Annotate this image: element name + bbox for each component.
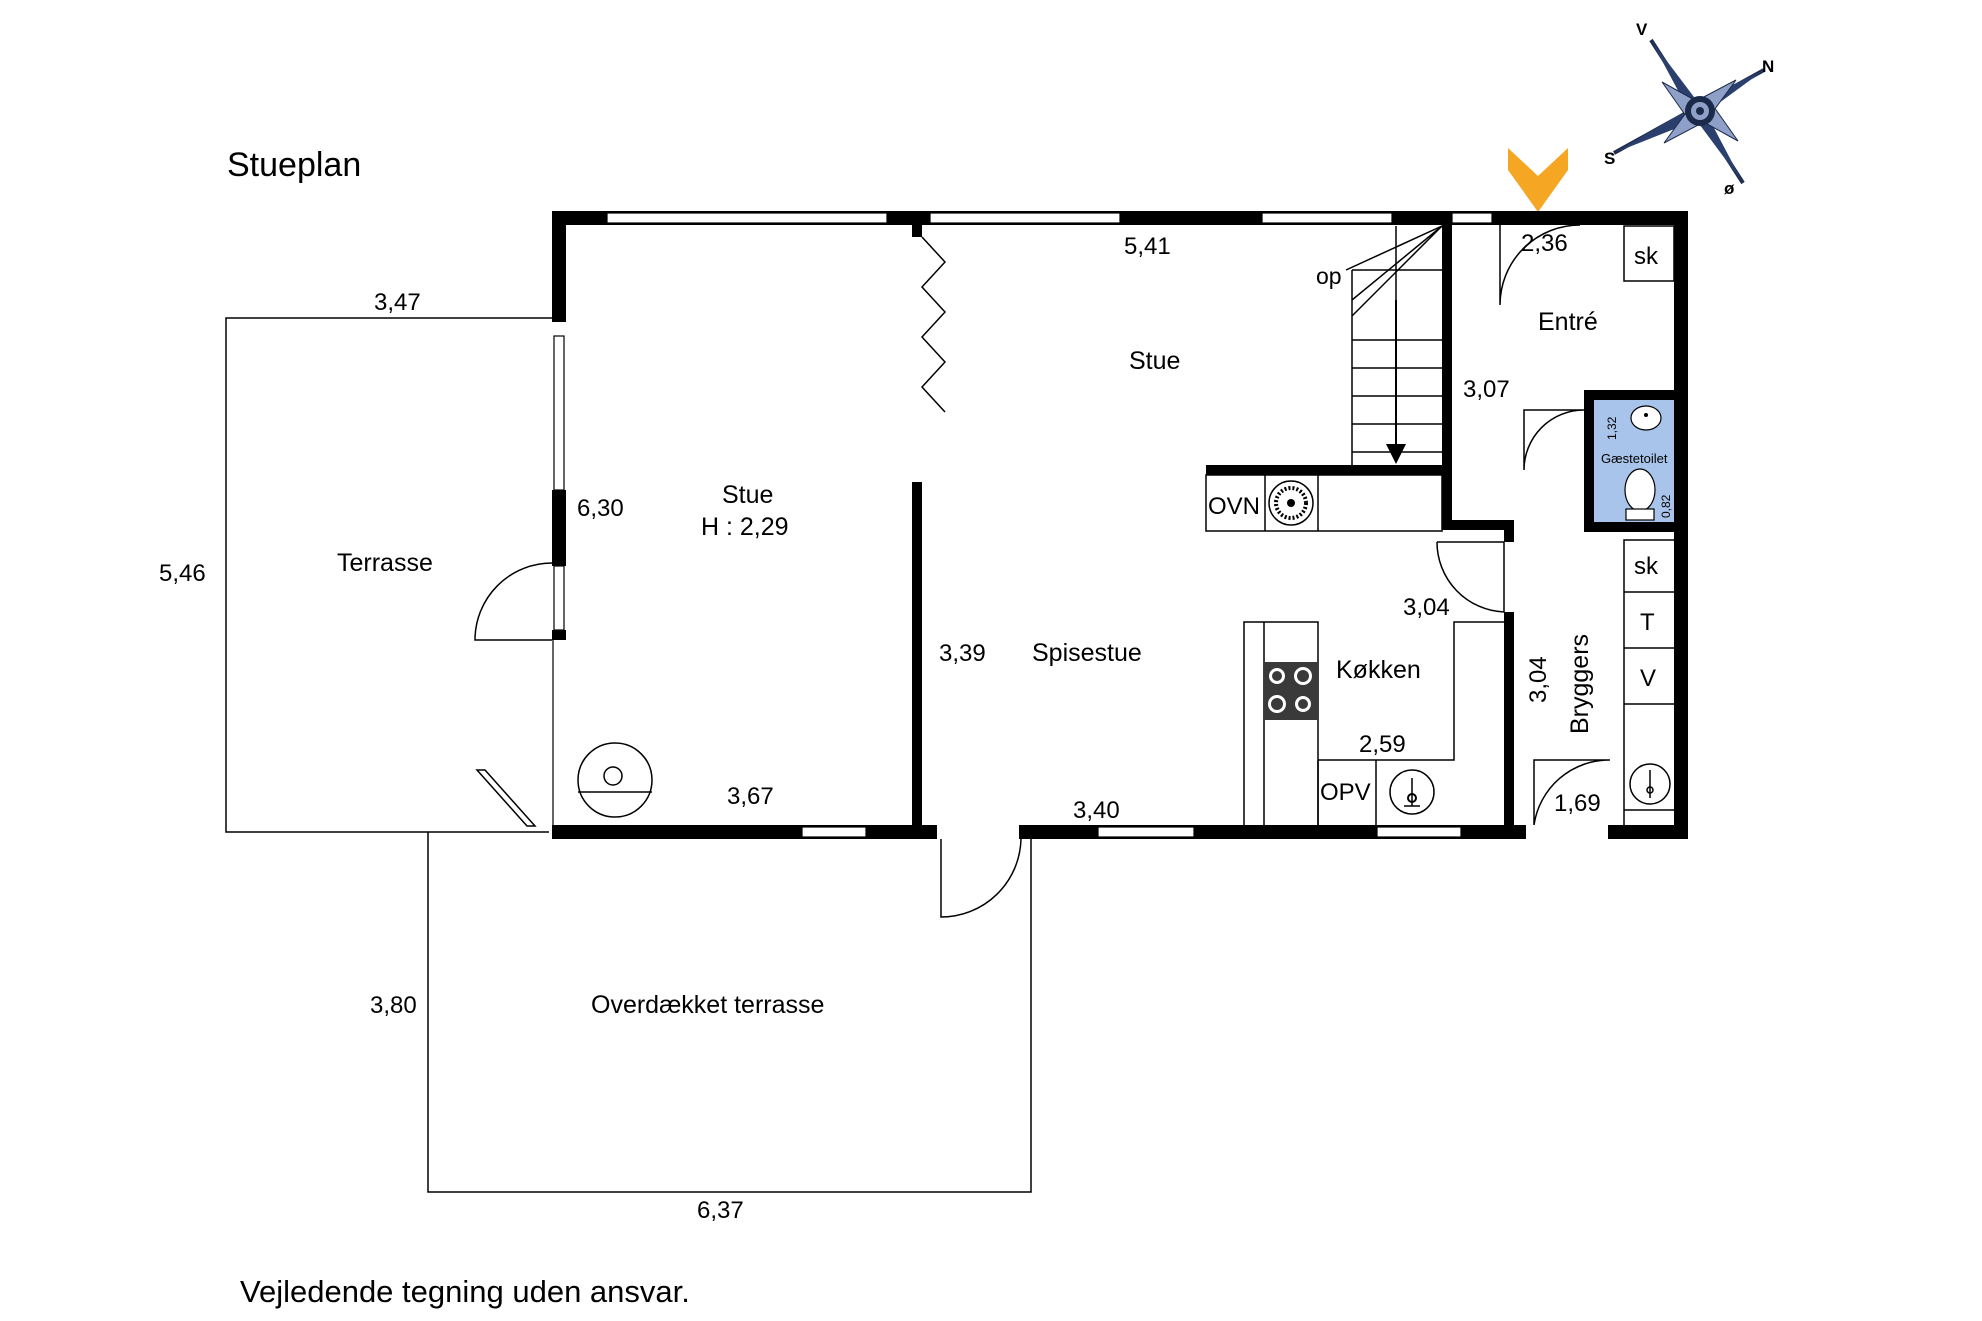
room-stue-upper: Stue <box>1129 347 1180 375</box>
disclaimer: Vejledende tegning uden ansvar. <box>240 1274 690 1309</box>
stue-width-dimension: 3,67 <box>727 783 774 810</box>
covered-terrace-door[interactable] <box>940 838 1022 918</box>
overdaekket-outline <box>427 832 1032 1193</box>
room-spisestue: Spisestue <box>1032 639 1142 667</box>
terrasse-height-dimension: 5,46 <box>159 560 206 587</box>
entre-width-dimension: 2,36 <box>1521 230 1568 257</box>
entre-sk-label: sk <box>1634 243 1659 270</box>
toilet-door[interactable] <box>1523 409 1585 471</box>
koekken-height-dimension: 3,04 <box>1403 594 1450 621</box>
compass-north-label: N <box>1762 57 1774 76</box>
page-title: Stueplan <box>227 146 361 184</box>
ovn-label: OVN <box>1208 493 1260 520</box>
toilet-width-dimension: 0,82 <box>1659 494 1673 518</box>
entrance-marker-icon <box>1508 148 1568 212</box>
windows <box>551 212 1608 841</box>
spisestue-width-dimension: 3,40 <box>1073 797 1120 824</box>
round-table <box>577 742 653 818</box>
entre-height-dimension: 3,07 <box>1463 376 1510 403</box>
spisestue-height-dimension: 3,39 <box>939 640 986 667</box>
room-bryggers: Bryggers <box>1566 634 1594 734</box>
overdaekket-width-dimension: 6,37 <box>697 1197 744 1224</box>
door-swings[interactable] <box>474 224 1611 918</box>
folding-door <box>920 236 947 413</box>
bryggers-width-dimension: 1,69 <box>1554 790 1601 817</box>
overdaekket-height-dimension: 3,80 <box>370 992 417 1019</box>
opv-label: OPV <box>1320 779 1371 806</box>
kitchen-door[interactable] <box>1436 541 1505 613</box>
bryggers-cabinets <box>1623 539 1674 825</box>
kitchen-counter <box>1243 621 1504 825</box>
staircase[interactable] <box>1345 225 1443 465</box>
terrasse-outline <box>225 317 552 833</box>
terrasse-door[interactable] <box>474 562 553 641</box>
compass-rose-icon <box>1613 38 1765 185</box>
koekken-width-dimension: 2,59 <box>1359 731 1406 758</box>
entre-cabinet <box>1623 225 1675 282</box>
room-entre: Entré <box>1538 308 1598 336</box>
room-terrasse: Terrasse <box>337 549 433 577</box>
room-overdaekket: Overdækket terrasse <box>591 991 824 1019</box>
entrance-door[interactable] <box>1499 224 1581 306</box>
stair-up-label: op <box>1316 263 1342 289</box>
wood-stove <box>1205 474 1443 532</box>
stue-height-dimension: 6,30 <box>577 495 624 522</box>
bryggers-sk-label: sk <box>1634 553 1659 580</box>
washer-label: V <box>1640 665 1656 692</box>
guest-toilet <box>1594 400 1674 522</box>
terrasse-door-2[interactable] <box>475 769 537 827</box>
room-stue-main: Stue <box>722 481 773 509</box>
compass-south-label: S <box>1604 149 1615 168</box>
toilet-height-dimension: 1,32 <box>1605 416 1619 440</box>
room-koekken: Køkken <box>1336 656 1421 684</box>
interior-walls <box>912 225 1674 825</box>
bryggers-height-dimension: 3,04 <box>1525 656 1552 703</box>
terrasse-width-dimension: 3,47 <box>374 289 421 316</box>
room-stue-height: H : 2,29 <box>701 513 789 541</box>
compass-east-label: ø <box>1724 179 1735 198</box>
bryggers-door[interactable] <box>1533 759 1611 826</box>
compass-west-label: V <box>1636 20 1648 39</box>
stue-upper-width-dimension: 5,41 <box>1124 233 1171 260</box>
gaestetoilet-label: Gæstetoilet <box>1601 451 1668 466</box>
tumbler-label: T <box>1640 609 1655 636</box>
